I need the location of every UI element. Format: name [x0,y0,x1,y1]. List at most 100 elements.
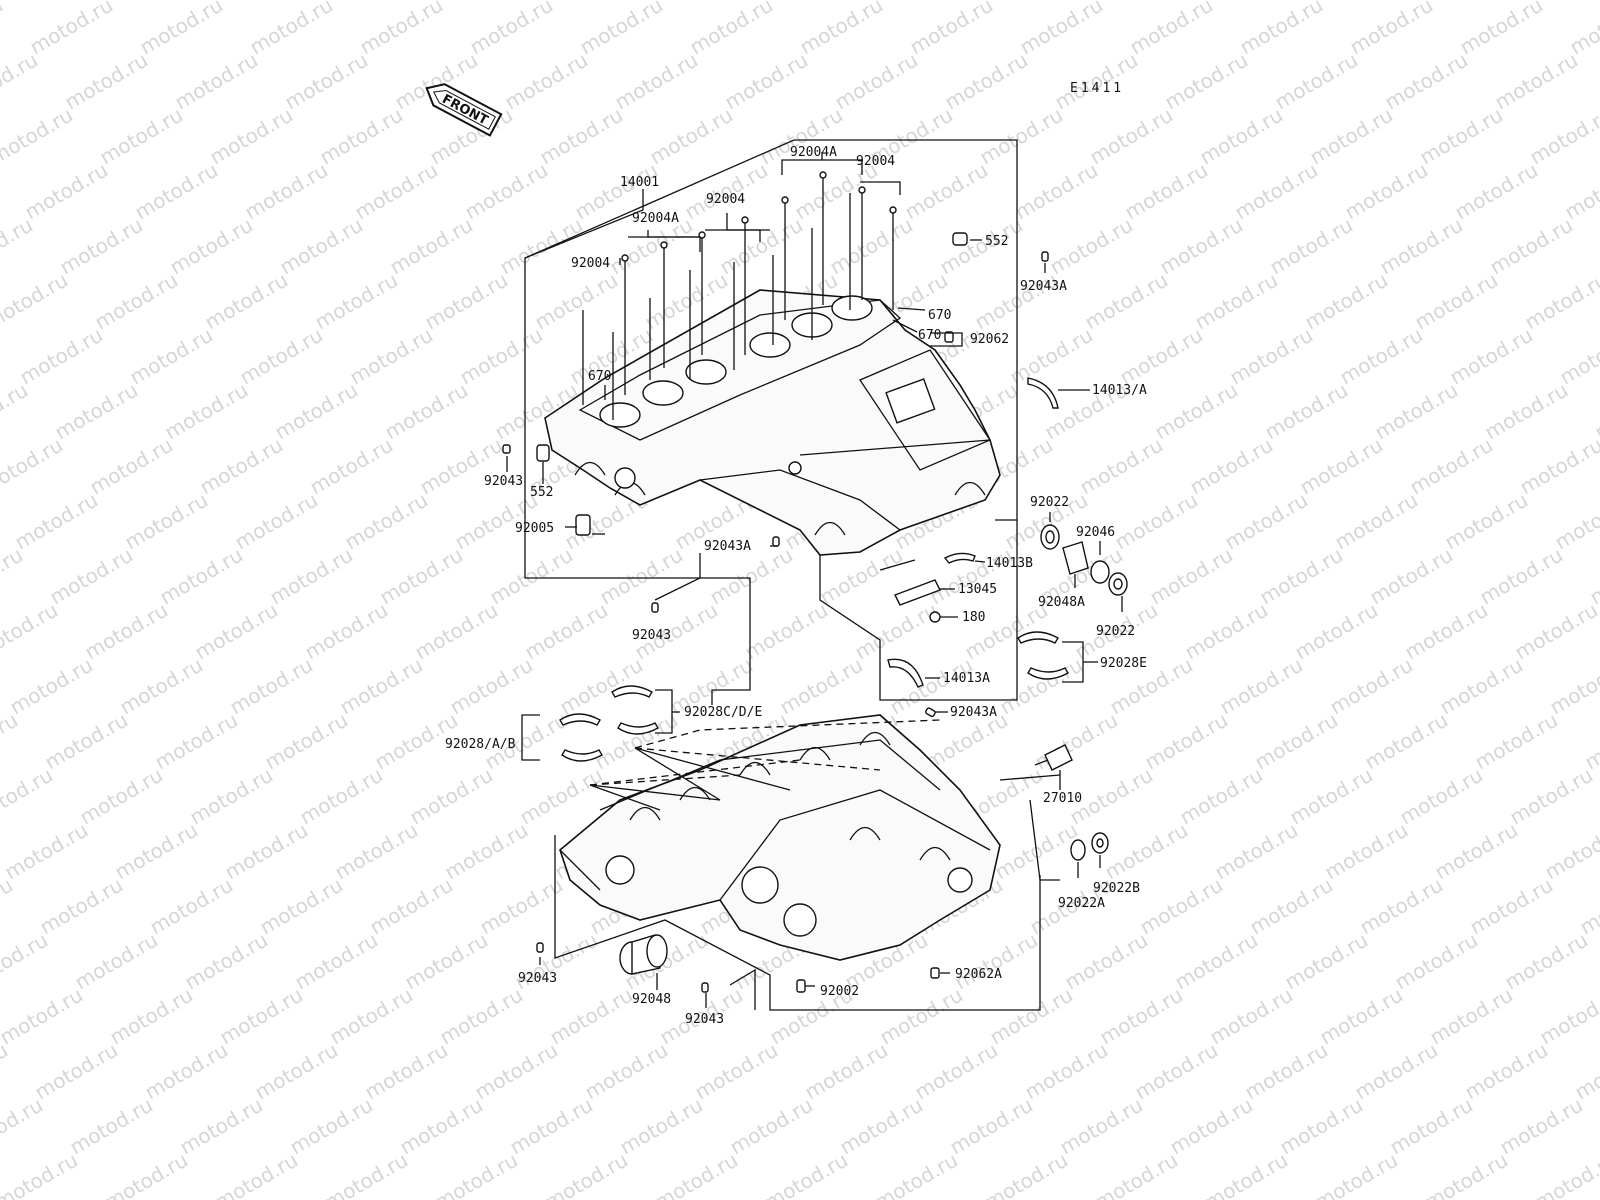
watermark-text: motod.ru [651,0,742,4]
watermark-text: motod.ru [596,543,687,610]
watermark-text: motod.ru [11,488,102,555]
watermark-text: motod.ru [611,48,702,115]
watermark-text: motod.ru [346,323,437,390]
watermark-text: motod.ru [471,1038,562,1105]
watermark-text: motod.ru [1136,873,1227,940]
watermark-text: motod.ru [721,48,812,115]
watermark-text: motod.ru [1356,873,1447,940]
watermark-text: motod.ru [326,983,417,1050]
watermark-text: motod.ru [1031,708,1122,775]
label-14013-A: 14013/A [1092,383,1147,398]
watermark-text: motod.ru [146,873,237,940]
watermark-text: motod.ru [646,103,737,170]
watermark-text: motod.ru [381,378,472,445]
watermark-text: motod.ru [421,268,512,335]
watermark-text: motod.ru [106,983,197,1050]
watermark-text: motod.ru [1236,0,1327,59]
watermark-text: motod.ru [166,213,257,280]
watermark-text: motod.ru [1376,213,1467,280]
watermark-text: motod.ru [151,708,242,775]
watermark-text: motod.ru [1191,268,1282,335]
cylinder-stud-bolts [582,171,897,420]
label-92022-top: 92022 [1030,495,1069,510]
watermark-text: motod.ru [1,818,92,885]
watermark-text: motod.ru [316,103,407,170]
watermark-text: motod.ru [1491,48,1582,115]
watermark-text: motod.ru [536,103,627,170]
watermark-text: motod.ru [321,0,412,4]
watermark-text: motod.ru [796,0,887,59]
watermark-text: motod.ru [306,433,397,500]
watermark-text: motod.ru [591,708,682,775]
watermark-text: motod.ru [1371,378,1462,445]
watermark-text: motod.ru [1216,653,1307,720]
watermark-text: motod.ru [1551,488,1600,555]
watermark-text: motod.ru [1226,323,1317,390]
watermark-text: motod.ru [1281,928,1372,995]
watermark-text: motod.ru [1166,1093,1257,1160]
watermark-text: motod.ru [681,158,772,225]
watermark-text: motod.ru [1416,103,1507,170]
watermark-text: motod.ru [546,983,637,1050]
watermark-text: motod.ru [1406,433,1497,500]
label-92002: 92002 [820,984,859,999]
watermark-text: motod.ru [1396,763,1487,830]
watermark-text: motod.ru [686,0,777,59]
watermark-text: motod.ru [1336,323,1427,390]
watermark-text: motod.ru [936,213,1027,280]
watermark-text: motod.ru [216,983,307,1050]
watermark-text: motod.ru [376,543,467,610]
watermark-text: motod.ru [516,763,607,830]
watermark-text: motod.ru [211,1148,302,1200]
watermark-text: motod.ru [1361,708,1452,775]
watermark-text: motod.ru [1246,873,1337,940]
watermark-text: motod.ru [0,433,67,500]
watermark-text: motod.ru [111,818,202,885]
watermark-text: motod.ru [1546,653,1600,720]
watermark-text: motod.ru [1451,158,1542,225]
label-92043-left: 92043 [484,474,523,489]
watermark-text: motod.ru [256,873,347,940]
watermark-text: motod.ru [761,1148,852,1200]
watermark-text: motod.ru [926,543,1017,610]
watermark-text: motod.ru [386,213,477,280]
watermark-text: motod.ru [506,1093,597,1160]
watermark-text: motod.ru [691,1038,782,1105]
watermark-text: motod.ru [946,1093,1037,1160]
watermark-text: motod.ru [0,103,77,170]
watermark-text: motod.ru [1081,268,1172,335]
watermark-text: motod.ru [981,1148,1072,1200]
watermark-text: motod.ru [1386,1093,1477,1160]
watermark-text: motod.ru [0,268,72,335]
watermark-text: motod.ru [51,378,142,445]
watermark-text: motod.ru [1541,818,1600,885]
watermark-text: motod.ru [1056,1093,1147,1160]
watermark-text: motod.ru [541,0,632,4]
lower-crankcase [559,714,1001,961]
watermark-text: motod.ru [871,0,962,4]
label-670-left: 670 [588,369,611,384]
watermark-text: motod.ru [1181,598,1272,665]
watermark-text: motod.ru [71,928,162,995]
watermark-text: motod.ru [521,598,612,665]
watermark-text: motod.ru [1486,213,1577,280]
watermark-text: motod.ru [191,598,282,665]
watermark-text: motod.ru [206,103,297,170]
watermark-text: motod.ru [1196,103,1287,170]
watermark-text: motod.ru [1521,268,1600,335]
watermark-text: motod.ru [1456,0,1547,59]
watermark-text: motod.ru [616,1093,707,1160]
watermark-text: motod.ru [431,0,522,4]
label-13045: 13045 [958,582,997,597]
watermark-text: motod.ru [321,1148,412,1200]
watermark-text: motod.ru [976,103,1067,170]
watermark-text: motod.ru [1476,543,1567,610]
watermark-text: motod.ru [396,1093,487,1160]
watermark-text: motod.ru [1091,0,1182,4]
watermark-text: motod.ru [131,158,222,225]
watermark-text: motod.ru [176,1093,267,1160]
watermark-text: motod.ru [906,0,997,59]
label-27010: 27010 [1043,791,1082,806]
watermark-text: motod.ru [1251,708,1342,775]
watermark-text: motod.ru [1296,433,1387,500]
